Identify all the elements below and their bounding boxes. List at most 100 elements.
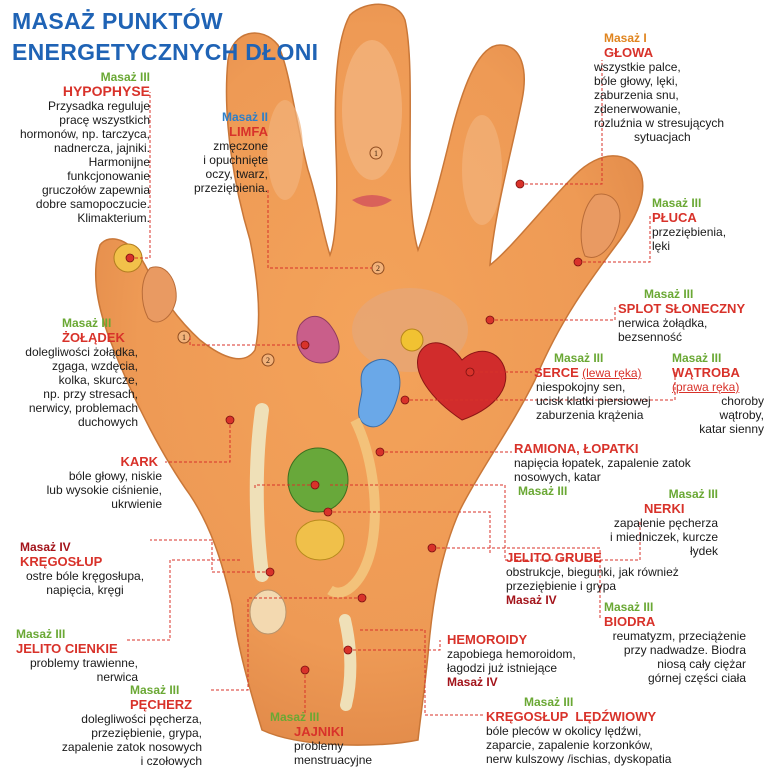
marker-two-b-text: 2 — [266, 356, 270, 365]
point-label: KARK — [120, 454, 158, 469]
massage-level: Masaż III — [100, 70, 150, 84]
point-label: WĄTROBA — [672, 365, 740, 380]
point-glowa: Masaż I GŁOWA wszystkie palce, bóle głow… — [594, 31, 764, 144]
point-label: KRĘGOSŁUP LĘDŹWIOWY — [486, 709, 657, 724]
point-label: ŻOŁĄDEK — [62, 330, 125, 345]
point-description: zapalenie pęcherza i miedniczek, kurcze … — [609, 516, 718, 558]
point-limfa: Masaż II LIMFA zmęczone i opuchnięte ocz… — [184, 110, 268, 195]
lumbar-spine-shape — [339, 614, 357, 711]
marker-one-middle: 1 — [369, 146, 383, 160]
marker-one-left-text: 1 — [182, 333, 186, 342]
point-description: Przysadka reguluje pracę wszystkich horm… — [19, 99, 150, 225]
point-description: niespokojny sen, ucisk klatki piersiowej… — [536, 380, 651, 422]
point-kark: KARK bóle głowy, niskie lub wysokie ciśn… — [10, 454, 162, 511]
point-pecherz: Masaż III PĘCHERZ dolegliwości pęcherza,… — [18, 683, 202, 768]
point-description: choroby wątroby, katar sienny — [699, 394, 764, 436]
massage-level: Masaż III — [62, 316, 112, 330]
point-description: problemy trawienne, nerwica — [29, 656, 138, 684]
point-description: wszystkie palce, bóle głowy, lęki, zabur… — [594, 60, 725, 144]
point-label: HEMOROIDY — [447, 632, 528, 647]
point-label: SPLOT SŁONECZNY — [618, 301, 746, 316]
point-label: SERCE — [534, 365, 579, 380]
marker-one-middle-text: 1 — [374, 149, 378, 158]
lips-shape — [352, 195, 392, 207]
point-hypophyse: Masaż III HYPOPHYSE Przysadka reguluje p… — [2, 70, 150, 225]
point-jelito-cienkie: Masaż III JELITO CIENKIE problemy trawie… — [4, 627, 150, 684]
point-label: RAMIONA, ŁOPATKI — [514, 441, 639, 456]
massage-level: Masaż III — [130, 683, 180, 697]
liver-intestine-green — [287, 447, 349, 513]
point-description: bóle głowy, niskie lub wysokie ciśnienie… — [46, 469, 162, 511]
point-label: JELITO GRUBE — [506, 550, 602, 565]
point-description: dolegliwości pęcherza, przeziębienie, gr… — [61, 712, 202, 768]
finger-face-index — [267, 100, 303, 200]
point-label: LIMFA — [229, 124, 268, 139]
massage-level: Masaż IV — [20, 540, 71, 554]
massage-level: Masaż III — [270, 710, 320, 724]
point-description: zmęczone i opuchnięte oczy, twarz, przez… — [193, 139, 268, 195]
point-sublabel: (lewa ręka) — [582, 366, 642, 380]
point-label: BIODRA — [604, 614, 656, 629]
leader-lines — [125, 60, 676, 716]
point-label-row: SERCE (lewa ręka) — [534, 365, 684, 380]
massage-level: Masaż II — [221, 110, 268, 124]
point-splot: Masaż III SPLOT SŁONECZNY nerwica żołądk… — [618, 287, 768, 344]
massage-level: Masaż IV — [506, 593, 557, 607]
finger-face-middle — [342, 40, 402, 180]
kidney-shape — [358, 358, 401, 428]
solar-plexus-shape — [400, 328, 424, 352]
point-dots — [125, 179, 583, 675]
ear-right — [580, 193, 621, 258]
point-label: GŁOWA — [604, 45, 654, 60]
point-jelito-grube: JELITO GRUBE obstrukcje, biegunki, jak r… — [506, 550, 726, 607]
massage-level: Masaż I — [604, 31, 647, 45]
point-label: PĘCHERZ — [130, 697, 193, 712]
point-description: ostre bóle kręgosłupa, napięcia, kręgi — [25, 569, 145, 597]
point-description: obstrukcje, biegunki, jak również przezi… — [506, 565, 679, 593]
massage-level: Masaż III — [668, 487, 718, 501]
point-jajniki: Masaż III JAJNIKI problemy menstruacyjne — [270, 710, 380, 767]
point-description: dolegliwości żołądka, zgaga, wzdęcia, ko… — [25, 345, 138, 429]
spine-shape — [249, 403, 269, 582]
point-description: bóle pleców w okolicy lędźwi, zaparcie, … — [486, 724, 672, 766]
heart-shape — [417, 342, 507, 421]
massage-level: Masaż III — [16, 627, 66, 641]
point-label: JELITO CIENKIE — [16, 641, 118, 656]
marker-two-a: 2 — [371, 261, 385, 275]
point-ledzwiowy: Masaż III KRĘGOSŁUP LĘDŹWIOWY bóle plecó… — [486, 695, 706, 766]
marker-two-a-text: 2 — [376, 264, 380, 273]
title-line-2: ENERGETYCZNYCH DŁONI — [12, 39, 319, 65]
massage-level: Masaż III — [524, 695, 574, 709]
point-description: zapobiega hemoroidom, łagodzi już istnie… — [447, 647, 576, 675]
massage-level: Masaż III — [644, 287, 694, 301]
marker-one-left: 1 — [177, 330, 191, 344]
point-label: KRĘGOSŁUP — [20, 554, 103, 569]
point-description: nerwica żołądka, bezsenność — [618, 316, 708, 344]
point-watroba: Masaż III WĄTROBA (prawa ręka) choroby w… — [672, 351, 764, 436]
point-description: napięcia łopatek, zapalenie zatok nosowy… — [514, 456, 691, 484]
point-description: reumatyzm, przeciążenie przy nadwadze. B… — [612, 629, 746, 685]
point-label: NERKI — [644, 501, 685, 516]
ear-left — [141, 266, 177, 323]
massage-level: Masaż III — [604, 600, 654, 614]
massage-level: Masaż IV — [447, 675, 498, 689]
marker-two-b: 2 — [261, 353, 275, 367]
point-pluca: Masaż III PŁUCA przeziębienia, lęki — [652, 196, 762, 253]
point-hemoroidy: HEMOROIDY zapobiega hemoroidom, łagodzi … — [447, 632, 597, 689]
point-biodra: Masaż III BIODRA reumatyzm, przeciążenie… — [594, 600, 746, 685]
colon-shape — [327, 417, 380, 598]
point-label: HYPOPHYSE — [62, 83, 150, 99]
stomach-shape — [296, 315, 340, 364]
massage-level: Masaż III — [672, 351, 722, 365]
point-label: PŁUCA — [652, 210, 697, 225]
bladder-shape — [295, 519, 345, 561]
massage-level: Masaż III — [554, 351, 604, 365]
point-description: przeziębienia, lęki — [652, 225, 727, 253]
point-zoladek: Masaż III ŻOŁĄDEK dolegliwości żołądka, … — [2, 316, 138, 429]
point-sublabel: (prawa ręka) — [672, 380, 740, 394]
page-title: MASAŻ PUNKTÓW ENERGETYCZNYCH DŁONI — [12, 6, 318, 68]
point-kregoslup: Masaż IV KRĘGOSŁUP ostre bóle kręgosłupa… — [4, 540, 166, 597]
massage-level: Masaż III — [518, 484, 568, 498]
point-label: JAJNIKI — [294, 724, 344, 739]
